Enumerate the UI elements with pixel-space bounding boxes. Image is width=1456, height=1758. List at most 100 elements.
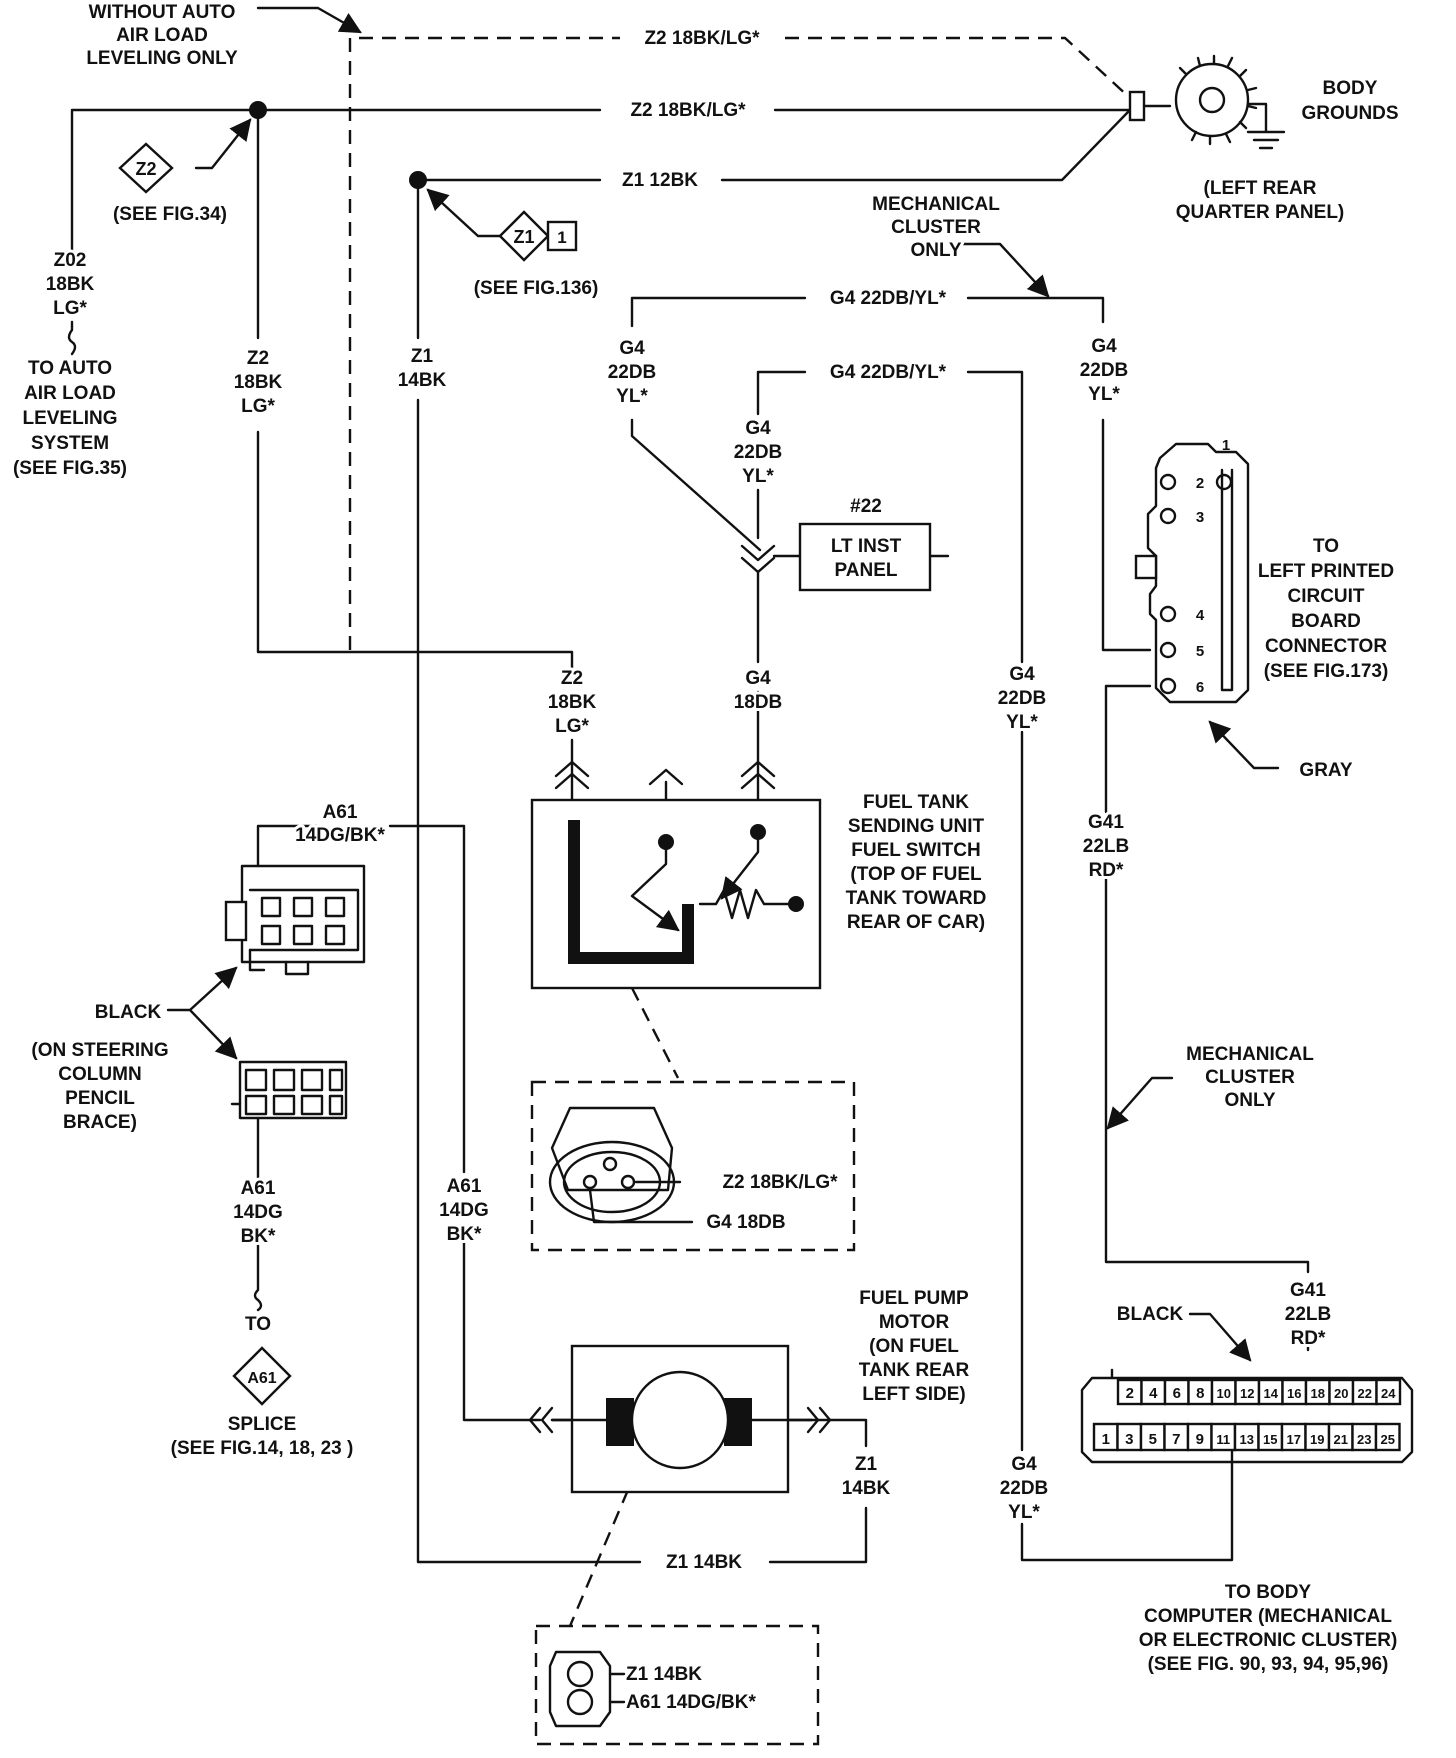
see-fig136-label: (SEE FIG.136) (474, 278, 599, 299)
without-auto-leader (256, 6, 362, 34)
pcb-pin-label: 1 (1222, 437, 1230, 454)
gray-label: GRAY (1299, 760, 1352, 781)
see-fig34-label: (SEE FIG.34) (113, 204, 227, 225)
left-pcb-connector (1134, 442, 1250, 704)
g4-top-wire (630, 296, 807, 328)
sender-connector-detail (530, 1080, 856, 1252)
bc-pin-label: 21 (1334, 1432, 1348, 1447)
pcb-pin-label: 4 (1196, 607, 1205, 624)
pcb-pin-label: 3 (1196, 509, 1204, 526)
bc-pin-label: 3 (1125, 1431, 1133, 1448)
g4-second-h-label: G4 22DB/YL* (830, 362, 947, 383)
a61-upper-connector (224, 864, 366, 976)
bc-pin-label: 9 (1196, 1431, 1204, 1448)
bc-pin-label: 20 (1334, 1386, 1348, 1401)
black-conn-label: BLACK (95, 1002, 162, 1023)
z1-top-label: Z1 12BK (622, 170, 698, 191)
bc-pin-label: 23 (1357, 1432, 1371, 1447)
bc-pin-label: 12 (1240, 1386, 1254, 1401)
z2-dashed-top-label: Z2 18BK/LG* (644, 28, 760, 49)
black-bc-label: BLACK (1117, 1304, 1184, 1325)
pcb-pin-label: 6 (1196, 679, 1204, 696)
bc-pin-label: 6 (1173, 1385, 1181, 1402)
bc-pin-label: 16 (1287, 1386, 1301, 1401)
bc-pin-label: 10 (1217, 1386, 1231, 1401)
z1-splice-dot (409, 171, 427, 189)
bc-pin-label: 4 (1149, 1385, 1158, 1402)
g41-wire (1104, 684, 1152, 814)
z1-ref-diamond: Z1 1 (498, 210, 578, 262)
bc-pin-label: 18 (1311, 1386, 1325, 1401)
g4-top-h-label: G4 22DB/YL* (830, 288, 947, 309)
z2-dashed-wire (348, 36, 620, 650)
bc-pin-label: 7 (1172, 1431, 1180, 1448)
pump-connector-detail (534, 1624, 820, 1746)
bc-pin-label: 11 (1216, 1432, 1230, 1447)
pump-conn-a61-label: A61 14DG/BK* (626, 1692, 756, 1713)
bc-pin-cell (1374, 1422, 1401, 1452)
bc-pin-label: 5 (1149, 1431, 1157, 1448)
lt-inst-panel-box (798, 522, 932, 592)
splice-label: SPLICE(SEE FIG.14, 18, 23 ) (171, 1414, 354, 1459)
bc-pin-label: 15 (1263, 1432, 1277, 1447)
fuel-pump-motor (550, 1344, 810, 1494)
bc-pin-label: 19 (1310, 1432, 1324, 1447)
bc-pin-label: 13 (1240, 1432, 1254, 1447)
pcb-pin-label: 5 (1196, 643, 1204, 660)
wires (67, 6, 1310, 1627)
svg-text:A61: A61 (247, 1370, 276, 1387)
bc-pin-label: 1 (1102, 1431, 1110, 1448)
pump-conn-z1-label: Z1 14BK (626, 1664, 702, 1685)
a61-lower-connector (230, 1060, 348, 1120)
z2-ref-diamond: Z2 (118, 142, 174, 194)
bc-pin-label: 22 (1358, 1386, 1372, 1401)
pcb-pin-label: 2 (1196, 475, 1204, 492)
a61-wire (256, 824, 320, 868)
lamp-number-label: #22 (850, 496, 882, 517)
svg-text:Z2: Z2 (135, 159, 156, 179)
sender-conn-z2-label: Z2 18BK/LG* (722, 1172, 838, 1193)
z02-wavy-end (67, 320, 77, 356)
bc-pin-cell (1375, 1378, 1402, 1406)
z2-top-wire (70, 108, 260, 252)
body-ground-symbol (1128, 54, 1286, 150)
bc-pin-label: 25 (1381, 1432, 1395, 1447)
svg-text:1: 1 (557, 228, 566, 247)
g4-second-wire (756, 370, 807, 416)
sender-conn-g4-label: G4 18DB (706, 1212, 785, 1233)
z2-splice-dot (249, 101, 267, 119)
bc-pin-label: 2 (1126, 1385, 1134, 1402)
bc-pin-label: 8 (1196, 1385, 1204, 1402)
a61-splice-diamond: A61 (232, 1346, 292, 1406)
fuel-tank-sending-unit (530, 798, 822, 990)
z2-top-label: Z2 18BK/LG* (630, 100, 746, 121)
bc-pin-label: 24 (1381, 1386, 1396, 1401)
to-label-label: TO (245, 1314, 271, 1335)
